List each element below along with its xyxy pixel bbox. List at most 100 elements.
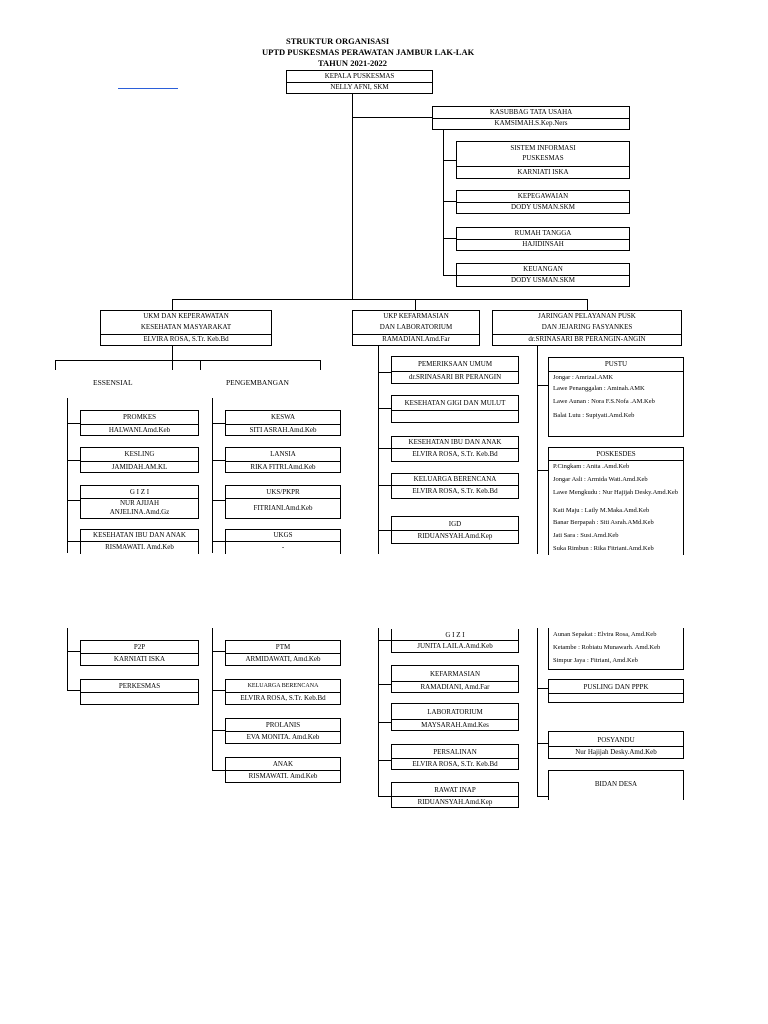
ukgs-box: UKGS - <box>225 529 341 554</box>
unit-title: KESLING <box>124 450 155 458</box>
unit-title: LABORATORIUM <box>427 708 483 716</box>
connector <box>415 299 416 310</box>
unit-title: KELUARGA BERENCANA <box>413 475 497 483</box>
unit-name: ANJELINA.Amd.Gz <box>109 508 170 516</box>
persalinan-box: PERSALINAN ELVIRA ROSA, S.Tr. Keb.Bd <box>391 744 519 770</box>
pustu-item: Lawe Penanggalan : Aminah.AMK <box>553 385 645 392</box>
unit-name: DODY USMAN.SKM <box>511 203 575 211</box>
connector <box>55 360 267 361</box>
connector <box>378 628 379 796</box>
connector <box>378 346 379 554</box>
unit-title: PUSLING DAN PPPK <box>583 683 649 691</box>
unit-name: RIDUANSYAH.Amd.Kep <box>417 798 493 806</box>
kepala-title: KEPALA PUSKESMAS <box>324 72 395 80</box>
perkesmas-box: PERKESMAS <box>80 679 199 705</box>
poskesdes-box: POSKESDES P.Cingkam : Anita .Amd.Keb Jon… <box>548 447 684 555</box>
connector <box>212 628 213 770</box>
kasubbag-box: KASUBBAG TATA USAHA KAMSIMAH.S.Kep.Ners <box>432 106 630 130</box>
division-title: KESEHATAN MASYARAKAT <box>140 323 232 331</box>
kia-ukp-box: KESEHATAN IBU DAN ANAK ELVIRA ROSA, S.Tr… <box>391 436 519 462</box>
unit-name: KARNIATI ISKA <box>113 655 166 663</box>
unit-title: PROMKES <box>122 413 157 421</box>
unit-name: NUR AJIJAH <box>119 499 160 507</box>
kasubbag-title: KASUBBAG TATA USAHA <box>489 108 573 116</box>
unit-title: KESEHATAN IBU DAN ANAK <box>408 438 502 446</box>
unit-name: EVA MONITA. Amd.Keb <box>246 733 320 741</box>
unit-name: DODY USMAN.SKM <box>511 276 575 284</box>
unit-title: UKGS <box>273 531 293 539</box>
connector <box>212 651 225 652</box>
unit-title: SISTEM INFORMASI <box>510 144 576 152</box>
unit-title: PROLANIS <box>265 721 301 729</box>
unit-title: LANSIA <box>270 450 296 458</box>
unit-title: KEUANGAN <box>523 265 563 273</box>
ukp-division-box: UKP KEFARMASIAN DAN LABORATORIUM RAMADIA… <box>352 310 480 346</box>
unit-name: RISMAWATI. Amd.Keb <box>248 772 318 780</box>
connector <box>443 201 456 202</box>
connector <box>378 448 391 449</box>
connector <box>443 160 456 161</box>
unit-title: G I Z I <box>445 631 465 639</box>
poskesdes-item: Simpur Jaya : Fitriani, Amd.Keb <box>553 657 638 664</box>
unit-title: G I Z I <box>129 488 150 496</box>
connector <box>212 460 225 461</box>
unit-title: KEFARMASIAN <box>429 670 481 678</box>
kasubbag-name: KAMSIMAH.S.Kep.Ners <box>494 119 568 127</box>
pemeriksaan-umum-box: PEMERIKSAAN UMUM dr.SRINASARI BR PERANGI… <box>391 356 519 384</box>
unit-title: ANAK <box>272 760 294 768</box>
unit-name: dr.SRINASARI BR PERANGIN <box>408 373 502 381</box>
connector <box>443 130 444 275</box>
connector <box>587 299 588 310</box>
connector <box>378 372 391 373</box>
keuangan-box: KEUANGAN DODY USMAN.SKM <box>456 263 630 287</box>
hyperlink-underline[interactable] <box>118 88 178 89</box>
division-title: JARINGAN PELAYANAN PUSK <box>538 312 636 320</box>
connector <box>443 275 456 276</box>
kepegawaian-box: KEPEGAWAIAN DODY USMAN.SKM <box>456 190 630 214</box>
unit-title: KESWA <box>270 413 296 421</box>
connector <box>212 541 225 542</box>
kefarmasian-box: KEFARMASIAN RAMADIANI, Amd.Far <box>391 665 519 693</box>
unit-title: IGD <box>448 520 462 528</box>
division-head: RAMADIANI.Amd.Far <box>382 335 450 343</box>
p2p-box: P2P KARNIATI ISKA <box>80 640 199 666</box>
gigi-mulut-box: KESEHATAN GIGI DAN MULUT <box>391 395 519 423</box>
unit-title: PUSKESMAS <box>522 154 564 162</box>
kesling-box: KESLING JAMIDAH.AM.KL <box>80 447 199 473</box>
uks-pkpr-box: UKS/PKPR FITRIANI.Amd.Keb <box>225 485 341 519</box>
poskesdes-item: Lawe Mengkudu : Nur Hajijah Desky.Amd.Ke… <box>553 489 679 496</box>
promkes-box: PROMKES HALWANI.Amd.Keb <box>80 410 199 436</box>
connector <box>537 743 548 744</box>
gizi-essensial-box: G I Z I NUR AJIJAH ANJELINA.Amd.Gz <box>80 485 199 519</box>
unit-title: KEPEGAWAIAN <box>517 192 569 200</box>
connector <box>378 485 391 486</box>
poskesdes-continued-box: Aunan Sepakat : Elvira Rosa, Amd.Keb Ket… <box>548 628 684 670</box>
chart-year: TAHUN 2021-2022 <box>318 58 388 68</box>
poskesdes-item: Suka Rimbun : Rika Fitriani.Amd.Keb <box>553 545 654 552</box>
pusling-box: PUSLING DAN PPPK <box>548 679 684 703</box>
connector <box>172 299 173 310</box>
poskesdes-item: Banar Berpapah : Siti Asrah.AMd.Keb <box>553 519 654 526</box>
division-title: DAN JEJARING FASYANKES <box>541 323 633 331</box>
connector <box>55 360 56 370</box>
division-title: UKP KEFARMASIAN <box>383 312 449 320</box>
bidan-desa-box: BIDAN DESA <box>548 770 684 800</box>
poskesdes-item: P.Cingkam : Anita .Amd.Keb <box>553 463 630 470</box>
kepala-puskesmas-box: KEPALA PUSKESMAS NELLY AFNI, SKM <box>286 70 433 94</box>
connector <box>320 360 321 370</box>
unit-name: Nur Hajijah Desky.Amd.Keb <box>575 748 657 756</box>
unit-title: BIDAN DESA <box>594 780 638 788</box>
pustu-item: Jongar : Amrizal.AMK <box>553 374 614 381</box>
ptm-box: PTM ARMIDAWATI, Amd.Keb <box>225 640 341 666</box>
connector <box>378 722 391 723</box>
unit-name: FITRIANI.Amd.Keb <box>253 504 313 512</box>
division-title: DAN LABORATORIUM <box>379 323 453 331</box>
chart-title: STRUKTUR ORGANISASI <box>286 36 390 46</box>
unit-title: KELUARGA BERENCANA <box>247 683 319 689</box>
connector <box>537 688 548 689</box>
unit-name: ELVIRA ROSA, S.Tr. Keb.Bd <box>412 760 498 768</box>
unit-name: HAJIDINSAH <box>522 240 564 248</box>
connector <box>378 408 391 409</box>
unit-title: KESEHATAN IBU DAN ANAK <box>93 531 186 539</box>
connector <box>67 651 80 652</box>
